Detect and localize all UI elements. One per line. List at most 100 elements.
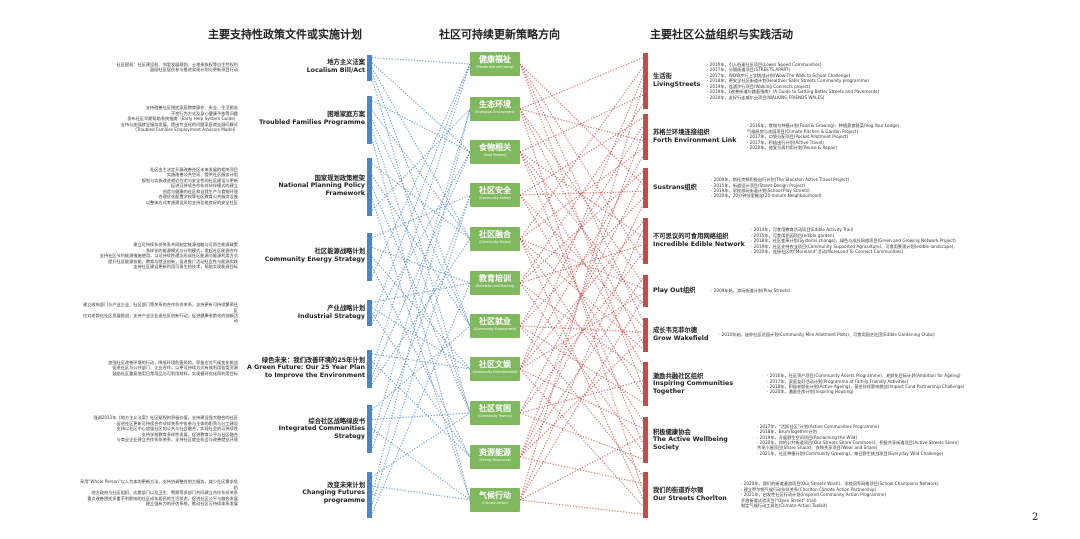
policy-item: 社区赋权：社区建设权、邻里发展规划、土地贵族权等自生性权利 鼓励社区居民参与推进… <box>80 53 368 81</box>
connector-line <box>519 238 644 350</box>
middle-column-title: 社区可持续更新策略方向 <box>439 28 560 41</box>
policy-name: 绿色未来：我们改善环境的25年计划 A Green Future: Our 25… <box>247 356 365 379</box>
policy-description: 强调2011年《地方主义法案》社区赋权的积极价值，支持建设强大融合的社区 · 促… <box>93 415 238 443</box>
policy-description: 加强社区改善环境的行动，降低环境危害风险，积极应对气候变化挑战 促进社区与公共部… <box>108 359 238 376</box>
strategy-box-food: 食物相关(Food Related) <box>470 140 520 164</box>
organization-activities: · 2010年，引入低速社区项目(Lower Speed Communities… <box>707 62 880 100</box>
connector-line <box>371 412 471 420</box>
organization-bar <box>643 168 648 208</box>
connector-line <box>519 63 644 261</box>
connector-line <box>371 266 471 458</box>
connector-line <box>371 63 471 319</box>
policy-bar <box>367 55 372 81</box>
connector-line <box>519 155 644 370</box>
policy-bar <box>367 300 372 326</box>
connector-line <box>371 246 471 284</box>
strategy-box-safety: 社区安全(Community Safety) <box>470 183 520 207</box>
connector-line <box>519 63 644 388</box>
connector-line <box>519 194 644 327</box>
organization-bar <box>643 275 648 307</box>
organization-name: 积极健康协会 The Active Wellbeing Society <box>653 428 728 451</box>
strategy-box-employment: 社区就业(Community Employment) <box>470 314 520 338</box>
policy-bar <box>367 158 372 216</box>
strategy-label-en: (Community Poverty) <box>477 414 512 418</box>
connector-line <box>371 175 471 327</box>
connector-line <box>519 108 644 284</box>
policy-bar <box>367 350 372 388</box>
strategy-label: 社区安全 <box>479 186 511 195</box>
policy-description: 社区由主决定开展改善社区未来发展的相关项目 实施改善公共空间、提供社区服务计划 … <box>141 167 238 205</box>
connector-line <box>371 361 471 458</box>
page-number: 2 <box>1032 512 1039 523</box>
connector-line <box>519 151 644 366</box>
policy-item: 建立可持续伙伴关系共同制定能源战略与可再生能源政策 · 多样化的能源模式与计划模… <box>80 230 368 282</box>
connector-line <box>519 298 644 501</box>
connector-line <box>371 186 471 414</box>
strategy-label-en: (Community Safety) <box>478 196 512 200</box>
strategy-box-fusion: 社区融合(Community Fusion) <box>470 227 520 251</box>
organization-item: 不可思议的可食用网络组织 Incredible Edible Network· … <box>650 218 1070 264</box>
policy-bar <box>367 405 372 453</box>
organization-activities: · 2017年，“活跃社区”计划(Active Communities Prog… <box>757 423 959 456</box>
strategy-label: 气候行动 <box>479 491 511 500</box>
strategy-label: 社区就业 <box>479 317 511 326</box>
strategy-box-entertainment: 社区文娱(Community Entertainment) <box>470 357 520 381</box>
organization-activities: · 2010年始，迷你社区花园计划(Community Mini Allotme… <box>719 332 935 338</box>
strategy-label-en: (Community Fusion) <box>478 240 512 244</box>
policy-name: 社区能源战略计划 Community Energy Strategy <box>264 248 365 263</box>
organization-bar <box>643 472 648 518</box>
connector-line <box>519 204 644 458</box>
connector-line <box>371 78 471 414</box>
organization-bar <box>643 53 648 109</box>
organization-item: Sustrans组织· 2009年，斯托克顿积极出行计划(The Stockto… <box>650 168 1070 208</box>
strategy-label-en: (Education and Training) <box>475 284 515 288</box>
strategy-box-health: 健康福祉(Health and well-being) <box>470 52 520 76</box>
policy-name: 困难家庭方案 Troubled Families Programme <box>259 111 365 126</box>
strategy-box-ecology: 生态环境(Ecological Environment) <box>470 97 520 121</box>
organization-item: 激励共融社区组织 Inspiring Communities Together·… <box>650 362 1070 406</box>
policy-name: 改变未来计划 Changing Futures programme <box>302 481 365 504</box>
connector-line <box>371 163 471 240</box>
connector-line <box>371 108 471 496</box>
strategy-label-en: (Community Entertainment) <box>472 370 518 374</box>
connector-line <box>519 148 644 240</box>
policy-name: 综合社区战略绿皮书 Integrated Communities Strateg… <box>278 417 365 440</box>
connector-line <box>519 282 644 374</box>
organization-name: 苏格兰环境连接组织 Forth Environment Link <box>653 129 737 144</box>
connector-line <box>519 108 644 344</box>
organization-name: Sustrans组织 <box>653 184 697 192</box>
policy-item: 采用"Whole Person"以人为本的更新方法，支持协调整合地方服务，减少社… <box>80 469 368 517</box>
connector-line <box>519 368 644 429</box>
policy-description: 建立政府部门与产业企业、社区部门等关系的合作伙伴关系，支持更有可持续繁荣社区 应… <box>83 302 238 324</box>
organization-name: Play Out组织 <box>653 287 696 295</box>
organization-activities: · 2016年，食物与种植计划(Food & Growing)：种植蔬食蔬菜(V… <box>747 123 904 151</box>
strategy-label-en: (Health and well-being) <box>476 65 514 69</box>
connector-line <box>371 129 471 414</box>
connector-line <box>371 108 471 211</box>
policy-name: 地方主义法案 Localism Bill/Act <box>306 59 365 74</box>
organization-name: 我们的街道乔尔顿 Our Streets Chorlton <box>653 487 727 502</box>
connector-line <box>371 194 471 505</box>
connector-line <box>371 325 471 411</box>
connector-line <box>371 256 471 370</box>
organization-activities: · 2020年，我们的街道漫游项目(Our Streets Wash)、学校冠军… <box>741 481 939 509</box>
connector-line <box>371 238 471 385</box>
connector-line <box>519 499 644 515</box>
connector-line <box>519 282 644 452</box>
strategy-label: 社区融合 <box>479 230 511 239</box>
strategy-label-en: (Community Employment) <box>473 327 517 331</box>
policy-bar <box>367 472 372 518</box>
organization-item: 苏格兰环境连接组织 Forth Environment Link · 2016年，… <box>650 114 1070 160</box>
connector-line <box>519 325 644 333</box>
connector-line <box>519 132 644 458</box>
strategy-label: 资源能源 <box>479 448 511 457</box>
connector-line <box>371 151 471 377</box>
strategy-label-en: (Climate Action) <box>482 501 508 505</box>
connector-line <box>519 63 644 186</box>
connector-line <box>371 428 471 501</box>
organization-item: 成长韦克菲尔德 Grow Wakefield· 2010年始，迷你社区花园计划(… <box>650 318 1070 352</box>
strategy-box-energy: 资源能源(Energy Resources) <box>470 445 520 469</box>
organization-bar <box>643 417 648 463</box>
policy-item: 强调2011年《地方主义法案》社区赋权的积极价值，支持建设强大融合的社区 · 促… <box>80 403 368 455</box>
connector-line <box>371 198 471 501</box>
